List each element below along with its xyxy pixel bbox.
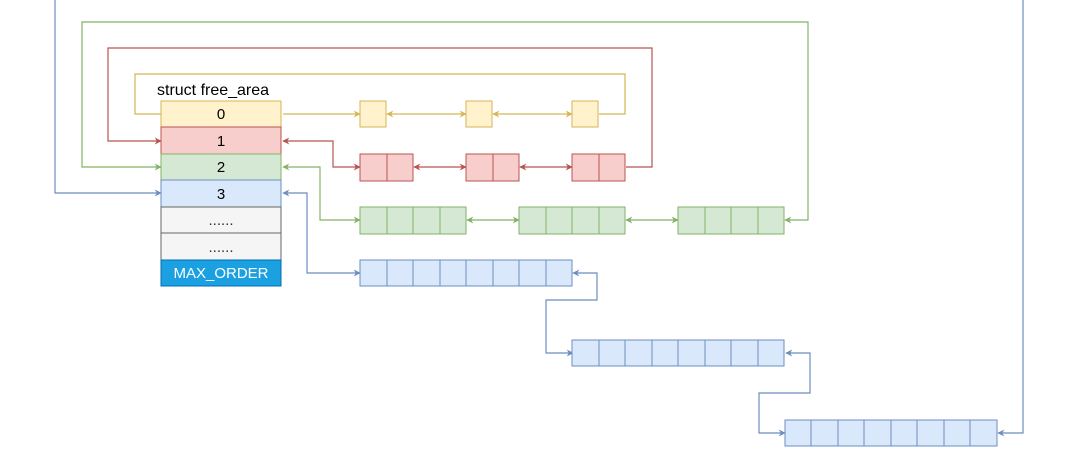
order-0-blocks: [359, 100, 599, 128]
page-cell: [757, 339, 785, 367]
struct-label: struct free_area: [157, 82, 269, 99]
page-cell: [571, 339, 600, 367]
slot-label: MAX_ORDER: [173, 265, 268, 282]
slot-box: [160, 206, 282, 234]
slot-box: [160, 100, 282, 128]
slot-label: 3: [217, 186, 225, 203]
order-2-block-3: [677, 206, 785, 235]
order-0-block-1: [359, 100, 387, 128]
order-3-link-2-3: [758, 349, 811, 437]
slot-ellipsis-2: ......: [160, 232, 282, 261]
page-cell: [518, 259, 547, 287]
page-cell: [598, 206, 626, 235]
order-0-block-2: [465, 100, 493, 128]
order-3-return-line: [54, 0, 162, 197]
page-cell: [810, 419, 839, 447]
page-cell: [704, 339, 732, 367]
order-3-loop-line: [997, 0, 1024, 437]
page-cell: [359, 153, 388, 182]
page-cell: [386, 153, 414, 182]
page-cell: [571, 206, 600, 235]
page-cell: [359, 206, 388, 235]
page-cell: [412, 259, 441, 287]
page-cell: [704, 206, 732, 235]
page-cell: [545, 206, 573, 235]
slot-label: 1: [217, 133, 225, 150]
page-cell: [624, 339, 653, 367]
order-0-links: [134, 73, 626, 118]
slot-order-1: 1: [160, 126, 282, 155]
order-2-loop-line: [81, 21, 809, 224]
page-cell: [890, 419, 918, 447]
page-cell: [492, 259, 520, 287]
slot-order-3: 3: [160, 179, 282, 208]
page-cell: [677, 206, 706, 235]
page-cell: [465, 153, 494, 182]
order-2-block-2: [518, 206, 626, 235]
slot-box: [160, 126, 282, 155]
slot-max-order: MAX_ORDER: [160, 259, 282, 287]
page-cell: [359, 259, 388, 287]
slot-label: 2: [217, 159, 225, 176]
page-cell: [492, 153, 520, 182]
page-cell: [730, 206, 759, 235]
order-2-block-1: [359, 206, 467, 235]
page-cell: [916, 419, 945, 447]
order-3-link-1-2: [545, 269, 598, 357]
page-cell: [545, 259, 573, 287]
page-cell: [784, 419, 812, 447]
page-cell: [730, 339, 759, 367]
slot-label: ......: [208, 212, 233, 229]
page-cell: [386, 206, 414, 235]
slot-label: 0: [217, 106, 225, 123]
order-1-block-1: [359, 153, 414, 182]
order-1-blocks: [359, 153, 626, 182]
order-1-links: [107, 47, 653, 171]
slot-box: [160, 259, 282, 287]
slot-box: [160, 179, 282, 208]
order-1-loop-line: [107, 47, 653, 168]
order-3-block-1: [359, 259, 573, 287]
slot-ellipsis-1: ......: [160, 206, 282, 234]
page-cell: [571, 153, 600, 182]
order-3-block-2: [571, 339, 785, 367]
page-cell: [757, 206, 785, 235]
slot-order-2: 2: [160, 153, 282, 181]
order-0-loop-line: [134, 73, 626, 115]
slot-order-0: 0: [160, 100, 282, 128]
page-cell: [518, 206, 547, 235]
page-cell: [598, 339, 626, 367]
page-cell: [943, 419, 971, 447]
free-area-array: 0 1 2 3 ...... ...... MAX_ORDER: [160, 100, 282, 287]
order-1-block-2: [465, 153, 520, 182]
order-3-head-link: [282, 189, 361, 277]
page-cell: [439, 259, 467, 287]
slot-label: ......: [208, 239, 233, 256]
order-0-block-3: [571, 100, 599, 128]
slot-box: [160, 232, 282, 261]
page-cell: [969, 419, 998, 447]
page-cell: [439, 206, 467, 235]
page-cell: [412, 206, 441, 235]
order-1-block-3: [571, 153, 626, 182]
page-cell: [837, 419, 865, 447]
page-cell: [863, 419, 892, 447]
order-3-blocks: [359, 259, 998, 447]
order-1-head-link: [282, 137, 361, 171]
page-cell: [651, 339, 679, 367]
slot-box: [160, 153, 282, 181]
page-cell: [677, 339, 706, 367]
page-cell: [598, 153, 626, 182]
order-3-block-3: [784, 419, 998, 447]
page-cell: [465, 259, 494, 287]
page-cell: [386, 259, 414, 287]
order-2-blocks: [359, 206, 785, 235]
